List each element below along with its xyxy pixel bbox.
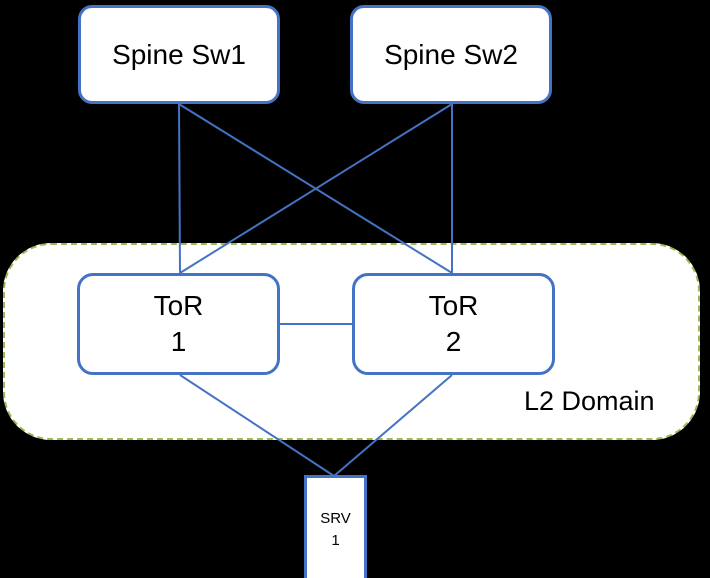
node-tor-2-label: ToR xyxy=(428,290,479,322)
node-tor-2[interactable]: ToR 2 xyxy=(352,273,555,375)
node-spine-sw1-label: Spine Sw1 xyxy=(112,38,246,70)
node-tor-1-index: 1 xyxy=(170,326,187,357)
node-srv-1-label: SRV xyxy=(320,510,351,528)
node-spine-sw2[interactable]: Spine Sw2 xyxy=(350,5,552,104)
node-srv-1-index: 1 xyxy=(331,532,340,549)
node-spine-sw1[interactable]: Spine Sw1 xyxy=(78,5,280,104)
node-srv-1[interactable]: SRV 1 xyxy=(304,475,367,578)
node-spine-sw2-label: Spine Sw2 xyxy=(384,38,518,70)
node-tor-2-index: 2 xyxy=(445,326,462,357)
node-tor-1-label: ToR xyxy=(153,290,204,322)
l2-domain-label: L2 Domain xyxy=(524,386,655,416)
node-tor-1[interactable]: ToR 1 xyxy=(77,273,280,375)
